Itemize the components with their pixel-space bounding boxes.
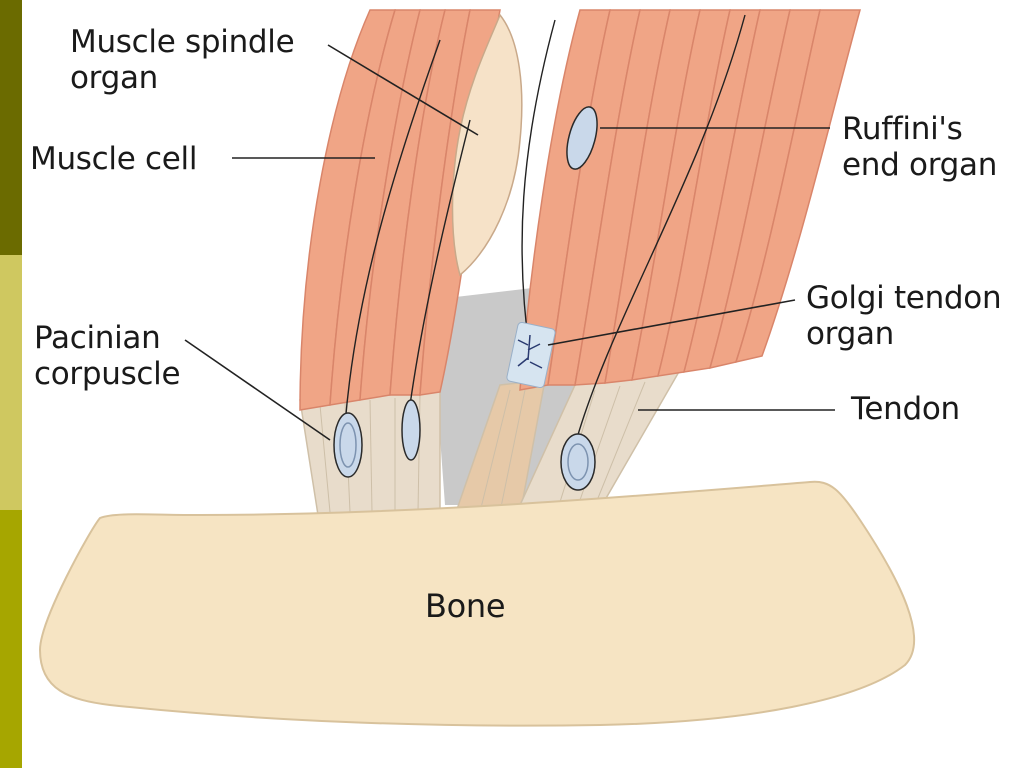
leader-lines [184,44,835,441]
sidebar-bar-bottom [0,510,22,768]
leader-golgi [547,299,796,346]
leader-muscle-spindle [327,44,479,136]
label-muscle-spindle: Muscle spindle organ [70,24,295,96]
pacinian-corpuscle-inner [567,443,589,481]
golgi-tendon-organ [506,321,556,389]
label-muscle-cell: Muscle cell [30,141,198,177]
label-ruffini: Ruffini's end organ [842,111,998,183]
golgi-nerve-branches [517,334,543,369]
label-bone: Bone [425,587,506,625]
muscle-fibers [299,9,861,411]
sidebar-bar-top [0,0,22,255]
label-pacinian: Pacinian corpuscle [34,320,181,392]
leader-pacinian [184,339,331,441]
sensory-corpuscles [333,106,598,491]
muscle-fiber [734,9,861,364]
sidebar-bar-middle [0,255,22,510]
pacinian-corpuscle [560,433,596,491]
pacinian-corpuscle [401,399,421,461]
bone [38,480,916,727]
nerve-fibers [344,14,746,446]
label-golgi: Golgi tendon organ [806,280,1002,352]
muscle-spindle [451,13,523,277]
pacinian-corpuscle [333,412,363,478]
pacinian-corpuscle-inner [339,422,357,468]
ruffini-end-organ [566,106,598,170]
label-tendon: Tendon [851,391,960,427]
tendon-fiber-lines [319,381,646,513]
